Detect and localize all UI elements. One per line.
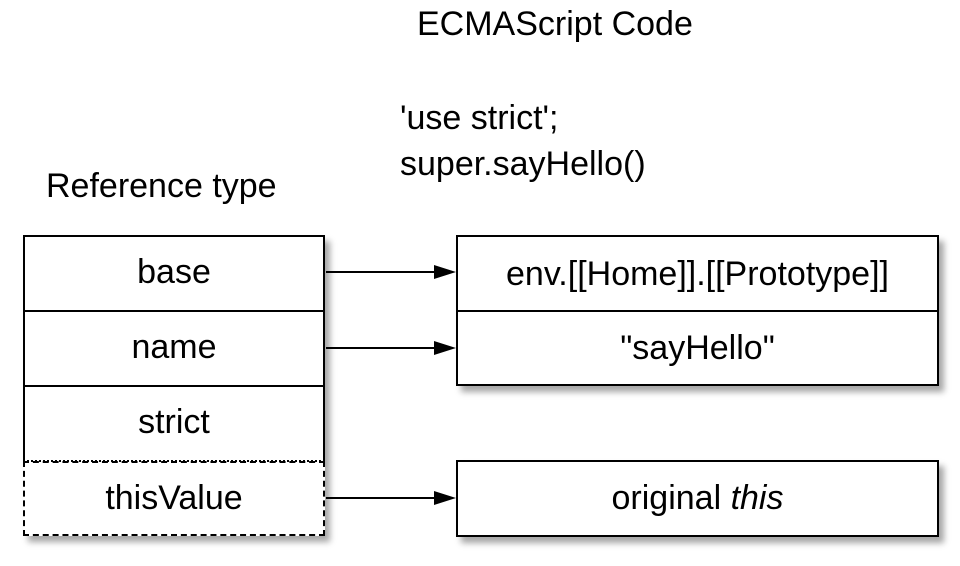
- reference-solid-section: [23, 235, 325, 461]
- this-value-prefix: original: [611, 479, 731, 517]
- row-divider: [458, 310, 937, 312]
- field-strict: strict: [138, 403, 210, 441]
- field-base: base: [137, 253, 211, 291]
- code-line-super-call: super.sayHello(): [400, 145, 646, 183]
- field-name: name: [131, 328, 217, 366]
- arrow-name: [326, 341, 456, 355]
- arrow-base: [326, 265, 456, 279]
- this-value-emphasis: this: [730, 479, 784, 517]
- field-thisvalue: thisValue: [105, 479, 243, 517]
- row-divider: [23, 310, 325, 312]
- reference-type-table: base name strict thisValue: [23, 235, 325, 536]
- name-value: "sayHello": [620, 328, 775, 367]
- reference-type-title: Reference type: [46, 167, 277, 205]
- arrow-thisvalue: [326, 491, 456, 505]
- this-value-text: original this: [458, 462, 937, 535]
- base-value: env.[[Home]].[[Prototype]]: [506, 254, 889, 293]
- row-divider: [23, 385, 325, 387]
- reference-dashed-section: [23, 461, 325, 536]
- code-title: ECMAScript Code: [417, 5, 693, 43]
- row-divider: [23, 460, 325, 462]
- base-name-target-box: env.[[Home]].[[Prototype]] "sayHello": [456, 235, 939, 386]
- this-value-target-box: original this: [456, 460, 939, 537]
- code-line-use-strict: 'use strict';: [400, 99, 559, 137]
